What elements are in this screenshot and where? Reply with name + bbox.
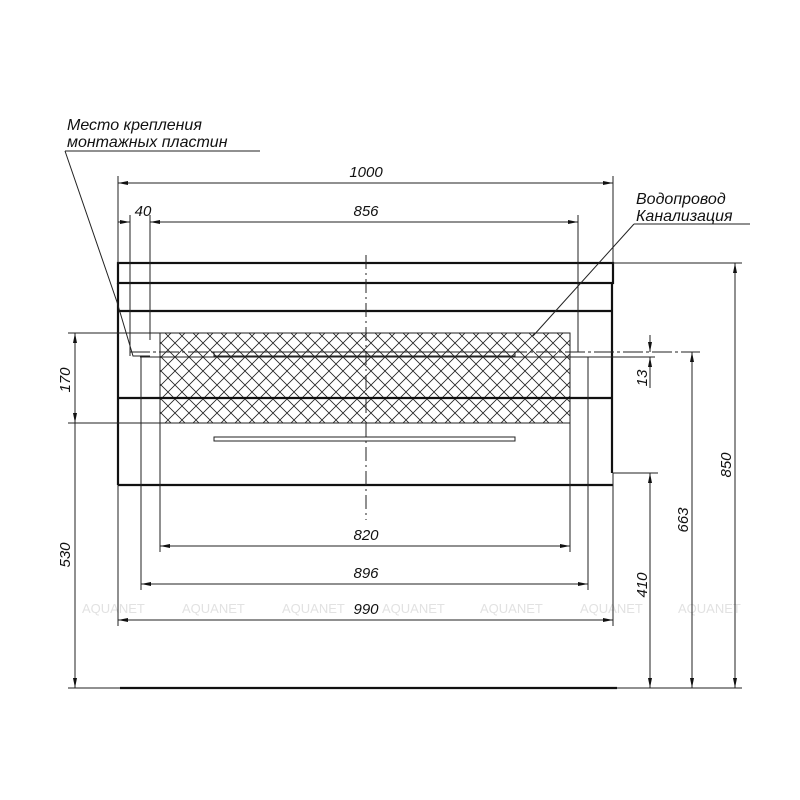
leader-line bbox=[64, 150, 150, 357]
watermark: AQUANET bbox=[182, 601, 245, 616]
dim-1000: 1000 bbox=[349, 164, 383, 181]
mounting-plates-callout: Место крепления монтажных пластин bbox=[64, 117, 260, 357]
hatched-mounting-zone bbox=[159, 332, 571, 424]
drawer-handle-bottom bbox=[213, 436, 516, 442]
callout-text: монтажных пластин bbox=[67, 134, 228, 151]
watermark: AQUANET bbox=[480, 601, 543, 616]
watermark: AQUANET bbox=[82, 601, 145, 616]
dim-896: 896 bbox=[353, 565, 379, 582]
callout-text: Водопровод bbox=[636, 191, 726, 208]
pipes-callout: Водопровод Канализация bbox=[532, 191, 750, 337]
dim-170: 170 bbox=[57, 367, 74, 393]
callout-text: Канализация bbox=[636, 208, 733, 225]
dim-820: 820 bbox=[353, 527, 379, 544]
watermark: AQUANET bbox=[382, 601, 445, 616]
watermark-row: AQUANET AQUANET AQUANET AQUANET AQUANET … bbox=[82, 601, 741, 616]
dim-13: 13 bbox=[634, 369, 651, 386]
cabinet-outline bbox=[116, 255, 615, 520]
dim-850: 850 bbox=[718, 452, 735, 478]
dim-40: 40 bbox=[135, 203, 152, 220]
dim-856: 856 bbox=[353, 203, 379, 220]
extension-lines bbox=[68, 176, 742, 689]
dimension-lines bbox=[73, 181, 737, 688]
dim-410: 410 bbox=[634, 572, 651, 598]
leader-line bbox=[532, 223, 635, 337]
dim-530: 530 bbox=[57, 542, 74, 568]
watermark: AQUANET bbox=[282, 601, 345, 616]
watermark: AQUANET bbox=[580, 601, 643, 616]
watermark: AQUANET bbox=[678, 601, 741, 616]
dim-990: 990 bbox=[353, 601, 379, 618]
callout-text: Место крепления bbox=[67, 117, 202, 134]
dim-663: 663 bbox=[675, 507, 692, 533]
